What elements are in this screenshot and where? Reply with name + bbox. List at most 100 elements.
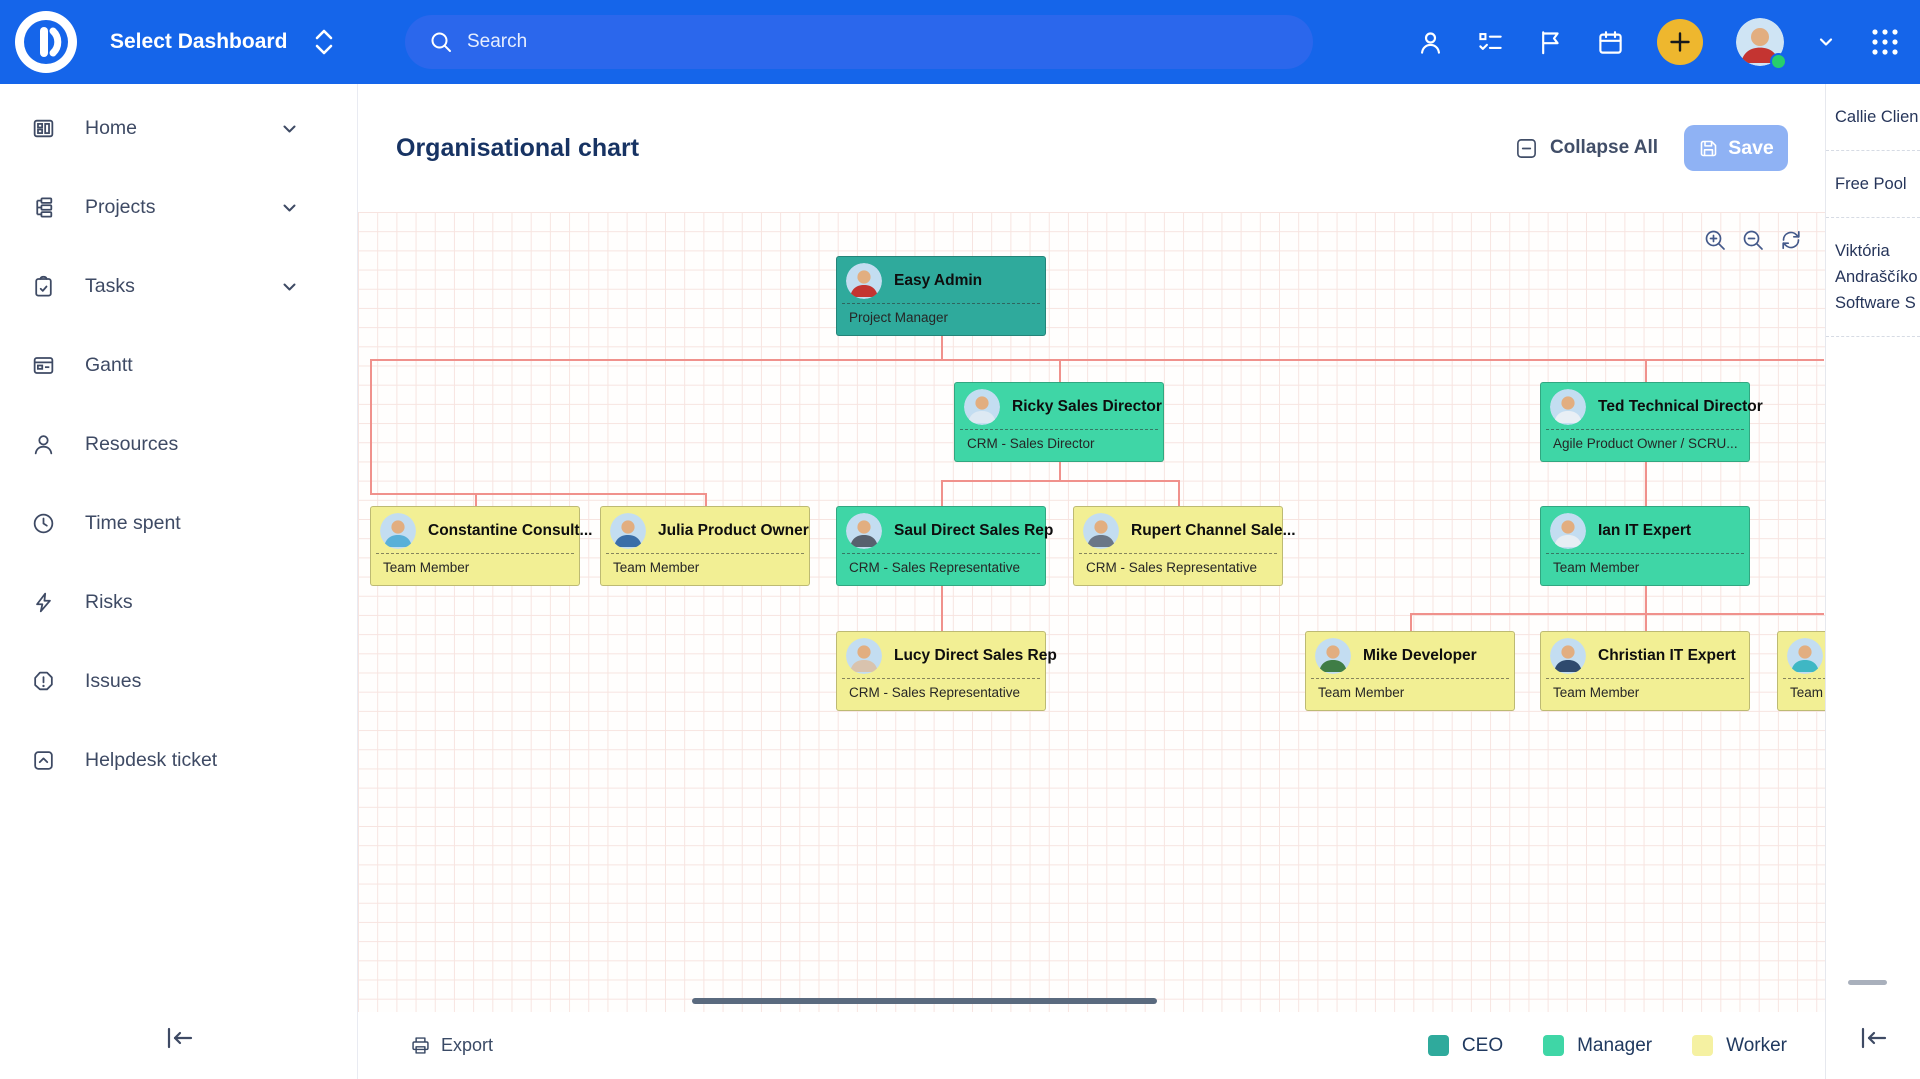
search-icon (431, 32, 451, 52)
chevron-down-icon[interactable] (277, 199, 302, 217)
page-title: Organisational chart (396, 133, 640, 162)
collapse-panel-icon[interactable] (1857, 1025, 1890, 1051)
save-button[interactable]: Save (1684, 125, 1788, 171)
node-divider (1546, 678, 1744, 679)
member-avatar (1315, 638, 1351, 674)
helpdesk-icon (34, 751, 53, 770)
member-role: CRM - Sales Representative (849, 560, 1021, 575)
search-bar[interactable] (405, 15, 1313, 69)
member-avatar (1083, 513, 1119, 549)
export-button[interactable]: Export (410, 1035, 493, 1056)
pool-item[interactable]: Callie Clien (1826, 84, 1920, 151)
org-connector-line (370, 493, 705, 495)
member-avatar (846, 513, 882, 549)
org-node[interactable]: Constantine Consult...Team Member (370, 506, 592, 586)
collapse-sidebar-icon[interactable] (163, 1025, 196, 1051)
pool-item[interactable]: Viktória Andraščíko Software S (1826, 218, 1920, 337)
selector-chevrons-icon (316, 29, 333, 55)
member-name: Saul Direct Sales Rep (894, 522, 1054, 539)
dashboard-selector-label: Select Dashboard (110, 30, 288, 53)
calendar-icon[interactable] (1597, 29, 1624, 56)
org-connector-line (475, 493, 477, 506)
legend-label: Worker (1726, 1034, 1787, 1056)
user-icon[interactable] (1417, 29, 1444, 56)
member-role: Team Member (1553, 685, 1640, 700)
chevron-down-icon[interactable] (277, 278, 302, 296)
quick-add-button[interactable] (1657, 19, 1703, 65)
search-input[interactable] (467, 31, 1227, 53)
chevron-down-icon[interactable] (277, 120, 302, 138)
sidebar-item-time-spent[interactable]: Time spent (0, 484, 357, 563)
org-connector-line (941, 480, 943, 506)
sidebar-item-label: Tasks (85, 275, 135, 297)
sidebar-item-tasks[interactable]: Tasks (0, 247, 357, 326)
person-icon (34, 435, 53, 455)
save-label: Save (1728, 136, 1774, 159)
dashboard-selector[interactable]: Select Dashboard (110, 0, 335, 84)
sidebar-item-resources[interactable]: Resources (0, 405, 357, 484)
legend-item-manager: Manager (1543, 1035, 1652, 1057)
zoom-in-icon[interactable] (1703, 228, 1727, 252)
panel-scrollbar-thumb[interactable] (1848, 980, 1887, 985)
org-node[interactable]: Rupert Channel Sale...CRM - Sales Repres… (1073, 506, 1296, 586)
node-divider (1783, 678, 1825, 679)
member-role: Team Member (1318, 685, 1405, 700)
sidebar-item-risks[interactable]: Risks (0, 563, 357, 642)
org-connector-line (705, 493, 707, 506)
org-connector-line (1410, 613, 1824, 615)
horizontal-scrollbar-thumb[interactable] (692, 998, 1157, 1004)
member-avatar (380, 513, 416, 549)
legend-label: CEO (1461, 1034, 1504, 1056)
refresh-icon[interactable] (1779, 228, 1803, 252)
zoom-out-icon[interactable] (1741, 228, 1765, 252)
sidebar-item-projects[interactable]: Projects (0, 168, 357, 247)
member-avatar (1550, 389, 1586, 425)
sidebar-item-issues[interactable]: Issues (0, 642, 357, 721)
sidebar-item-home[interactable]: Home (0, 89, 357, 168)
pool-item-label: Viktória (1835, 242, 1890, 260)
easy-project-logo-icon[interactable] (14, 10, 78, 74)
sidebar-item-gantt[interactable]: Gantt (0, 326, 357, 405)
apps-grid-icon[interactable] (1868, 25, 1902, 59)
user-avatar[interactable] (1736, 18, 1787, 70)
chevron-down-icon[interactable] (1817, 33, 1835, 51)
main-content: Organisational chart Collapse All Save E… (358, 84, 1825, 1079)
sidebar-item-helpdesk[interactable]: Helpdesk ticket (0, 721, 357, 800)
member-name: Christian IT Expert (1598, 647, 1736, 664)
legend-swatch-ceo (1427, 1035, 1449, 1056)
member-role: Team Member (1553, 560, 1640, 575)
sidebar-item-label: Time spent (85, 512, 181, 534)
node-divider (1546, 553, 1744, 554)
flag-icon[interactable] (1537, 29, 1564, 56)
pool-item[interactable]: Free Pool (1826, 151, 1920, 218)
sidebar-item-label: Risks (85, 591, 133, 613)
member-avatar (846, 263, 882, 299)
collapse-all-button[interactable]: Collapse All (1515, 137, 1658, 160)
org-connector-line (1645, 462, 1647, 506)
sidebar: Home Projects Tasks Gantt Resources Time… (0, 84, 358, 1079)
node-divider (842, 303, 1040, 304)
member-name: Lucy Direct Sales Rep (894, 647, 1057, 664)
pool-item-label: Free Pool (1835, 175, 1907, 193)
node-divider (376, 553, 574, 554)
pool-item-label: Software S (1835, 294, 1916, 312)
printer-icon (412, 1037, 429, 1054)
tasklist-icon[interactable] (1477, 29, 1504, 56)
sidebar-item-label: Resources (85, 433, 179, 455)
org-node[interactable]: Team Member (1777, 631, 1825, 711)
member-role: Team Member (1790, 685, 1825, 700)
collapse-all-label: Collapse All (1549, 137, 1658, 158)
member-avatar (846, 638, 882, 674)
resource-pool-panel: Callie Clien Free Pool Viktória Andraščí… (1825, 84, 1920, 1079)
member-role: Project Manager (849, 310, 949, 325)
